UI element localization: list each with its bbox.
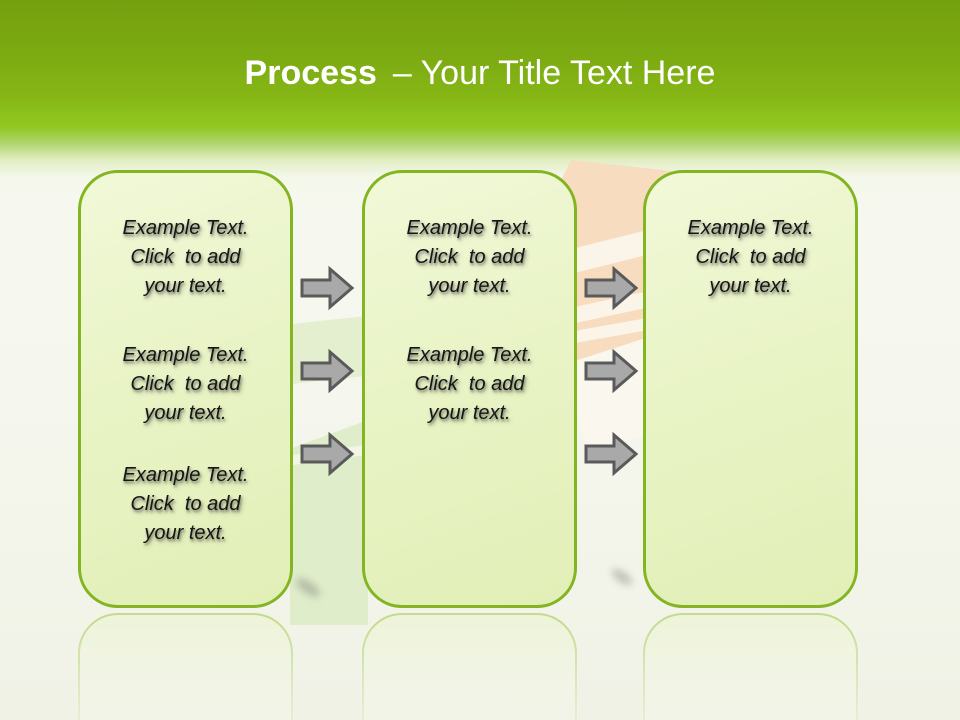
slide-title[interactable]: Process – Your Title Text Here (0, 54, 960, 92)
text-line: Example Text. (122, 464, 249, 486)
text-placeholder[interactable]: Example Text. Click to add your text. (646, 214, 855, 301)
right-arrow-icon[interactable] (299, 265, 355, 311)
right-arrow-icon[interactable] (583, 348, 639, 394)
text-line: Example Text. (122, 217, 249, 239)
title-bold-text: Process (244, 54, 377, 92)
process-box-2[interactable]: Example Text. Click to add your text. Ex… (362, 170, 577, 608)
text-line: your text. (709, 275, 792, 297)
text-line: Click to add (414, 373, 525, 395)
text-line: your text. (144, 275, 227, 297)
box-reflection (361, 612, 578, 720)
text-line: your text. (144, 402, 227, 424)
title-rest-text: – Your Title Text Here (392, 54, 716, 92)
text-line: Example Text. (406, 217, 533, 239)
box-reflection (642, 612, 859, 720)
text-placeholder[interactable]: Example Text. Click to add your text. (365, 341, 574, 428)
text-placeholder[interactable]: Example Text. Click to add your text. (81, 461, 290, 548)
text-line: Click to add (130, 373, 241, 395)
box-reflection (77, 612, 294, 720)
text-placeholder[interactable]: Example Text. Click to add your text. (365, 214, 574, 301)
text-line: your text. (428, 402, 511, 424)
text-line: your text. (144, 522, 227, 544)
right-arrow-icon[interactable] (583, 265, 639, 311)
text-line: your text. (428, 275, 511, 297)
right-arrow-icon[interactable] (583, 431, 639, 477)
process-box-1[interactable]: Example Text. Click to add your text. Ex… (78, 170, 293, 608)
text-line: Example Text. (406, 344, 533, 366)
box-shadow-smudge (609, 566, 635, 588)
text-placeholder[interactable]: Example Text. Click to add your text. (81, 214, 290, 301)
text-placeholder[interactable]: Example Text. Click to add your text. (81, 341, 290, 428)
text-line: Example Text. (687, 217, 814, 239)
text-line: Example Text. (122, 344, 249, 366)
text-line: Click to add (130, 246, 241, 268)
right-arrow-icon[interactable] (299, 348, 355, 394)
text-line: Click to add (414, 246, 525, 268)
text-line: Click to add (695, 246, 806, 268)
right-arrow-icon[interactable] (299, 431, 355, 477)
text-line: Click to add (130, 493, 241, 515)
process-box-3[interactable]: Example Text. Click to add your text. (643, 170, 858, 608)
